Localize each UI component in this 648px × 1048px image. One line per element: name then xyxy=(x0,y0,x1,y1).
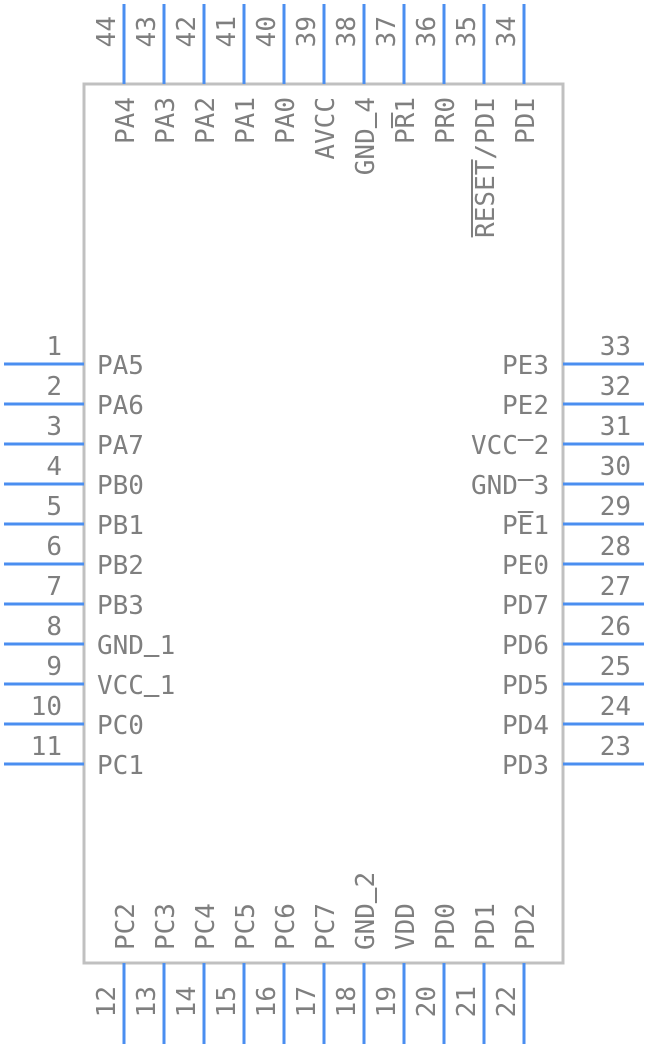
pin-number-35: 35 xyxy=(452,16,482,47)
pin-name-10: PC0 xyxy=(97,711,144,741)
pin-number-2: 2 xyxy=(46,372,62,402)
pin-name-32: PE2 xyxy=(502,391,549,421)
pin-name-18: GND2 xyxy=(351,872,381,950)
pin-name-34: PDI xyxy=(511,97,541,144)
pin-name-29: PE1 xyxy=(502,511,549,541)
pin-number-10: 10 xyxy=(31,692,62,722)
pin-name-16: PC6 xyxy=(271,903,301,950)
pin-number-25: 25 xyxy=(600,652,631,682)
pin-number-5: 5 xyxy=(46,492,62,522)
pin-number-44: 44 xyxy=(92,16,122,47)
pin-name-41: PA1 xyxy=(231,97,261,144)
pin-number-16: 16 xyxy=(252,986,282,1017)
pin-name-37: PR1 xyxy=(391,97,421,144)
pin-number-23: 23 xyxy=(600,732,631,762)
pin-name-33: PE3 xyxy=(502,351,549,381)
pin-number-11: 11 xyxy=(31,732,62,762)
pin-number-3: 3 xyxy=(46,412,62,442)
pin-number-41: 41 xyxy=(212,16,242,47)
pin-name-40: PA0 xyxy=(271,97,301,144)
pin-name-6: PB2 xyxy=(97,551,144,581)
pin-number-34: 34 xyxy=(492,16,522,47)
pin-name-17: PC7 xyxy=(311,903,341,950)
pin-number-27: 27 xyxy=(600,572,631,602)
pins-layer xyxy=(4,4,644,1044)
pin-number-1: 1 xyxy=(46,332,62,362)
pin-number-7: 7 xyxy=(46,572,62,602)
pin-number-9: 9 xyxy=(46,652,62,682)
pin-number-13: 13 xyxy=(132,986,162,1017)
pin-name-36: PR0 xyxy=(431,97,461,144)
pin-name-42: PA2 xyxy=(191,97,221,144)
pin-name-11: PC1 xyxy=(97,751,144,781)
pin-number-4: 4 xyxy=(46,452,62,482)
pin-name-1: PA5 xyxy=(97,351,144,381)
pin-name-4: PB0 xyxy=(97,471,144,501)
pin-number-39: 39 xyxy=(292,16,322,47)
pin-name-3: PA7 xyxy=(97,431,144,461)
pin-number-31: 31 xyxy=(600,412,631,442)
pin-name-13: PC3 xyxy=(151,903,181,950)
pin-name-20: PD0 xyxy=(431,903,461,950)
pin-number-18: 18 xyxy=(332,986,362,1017)
pin-number-21: 21 xyxy=(452,986,482,1017)
pin-number-40: 40 xyxy=(252,16,282,47)
pin-name-7: PB3 xyxy=(97,591,144,621)
pin-number-8: 8 xyxy=(46,612,62,642)
pin-name-43: PA3 xyxy=(151,97,181,144)
pin-number-33: 33 xyxy=(600,332,631,362)
pin-number-26: 26 xyxy=(600,612,631,642)
pin-number-43: 43 xyxy=(132,16,162,47)
pin-name-35: RESET/PDI xyxy=(471,97,501,238)
pin-name-2: PA6 xyxy=(97,391,144,421)
pin-number-42: 42 xyxy=(172,16,202,47)
pin-name-27: PD7 xyxy=(502,591,549,621)
pin-number-15: 15 xyxy=(212,986,242,1017)
pin-number-24: 24 xyxy=(600,692,631,722)
pin-number-12: 12 xyxy=(92,986,122,1017)
pin-name-26: PD6 xyxy=(502,631,549,661)
pin-name-28: PE0 xyxy=(502,551,549,581)
pin-number-36: 36 xyxy=(412,16,442,47)
pin-number-22: 22 xyxy=(492,986,522,1017)
pin-name-39: AVCC xyxy=(311,97,341,160)
pin-name-24: PD4 xyxy=(502,711,549,741)
pin-name-5: PB1 xyxy=(97,511,144,541)
pin-number-38: 38 xyxy=(332,16,362,47)
pin-number-20: 20 xyxy=(412,986,442,1017)
pin-name-22: PD2 xyxy=(511,903,541,950)
pin-number-37: 37 xyxy=(372,16,402,47)
pin-number-32: 32 xyxy=(600,372,631,402)
pin-name-25: PD5 xyxy=(502,671,549,701)
pin-name-44: PA4 xyxy=(111,97,141,144)
pin-number-19: 19 xyxy=(372,986,402,1017)
pin-name-19: VDD xyxy=(391,903,421,950)
pin-name-12: PC2 xyxy=(111,903,141,950)
pin-number-30: 30 xyxy=(600,452,631,482)
pin-number-6: 6 xyxy=(46,532,62,562)
pin-name-14: PC4 xyxy=(191,903,221,950)
pin-name-15: PC5 xyxy=(231,903,261,950)
pin-number-29: 29 xyxy=(600,492,631,522)
pin-name-21: PD1 xyxy=(471,903,501,950)
pin-name-38: GND4 xyxy=(351,97,381,175)
pin-number-17: 17 xyxy=(292,986,322,1017)
pin-number-28: 28 xyxy=(600,532,631,562)
pin-number-14: 14 xyxy=(172,986,202,1017)
pin-name-23: PD3 xyxy=(502,751,549,781)
